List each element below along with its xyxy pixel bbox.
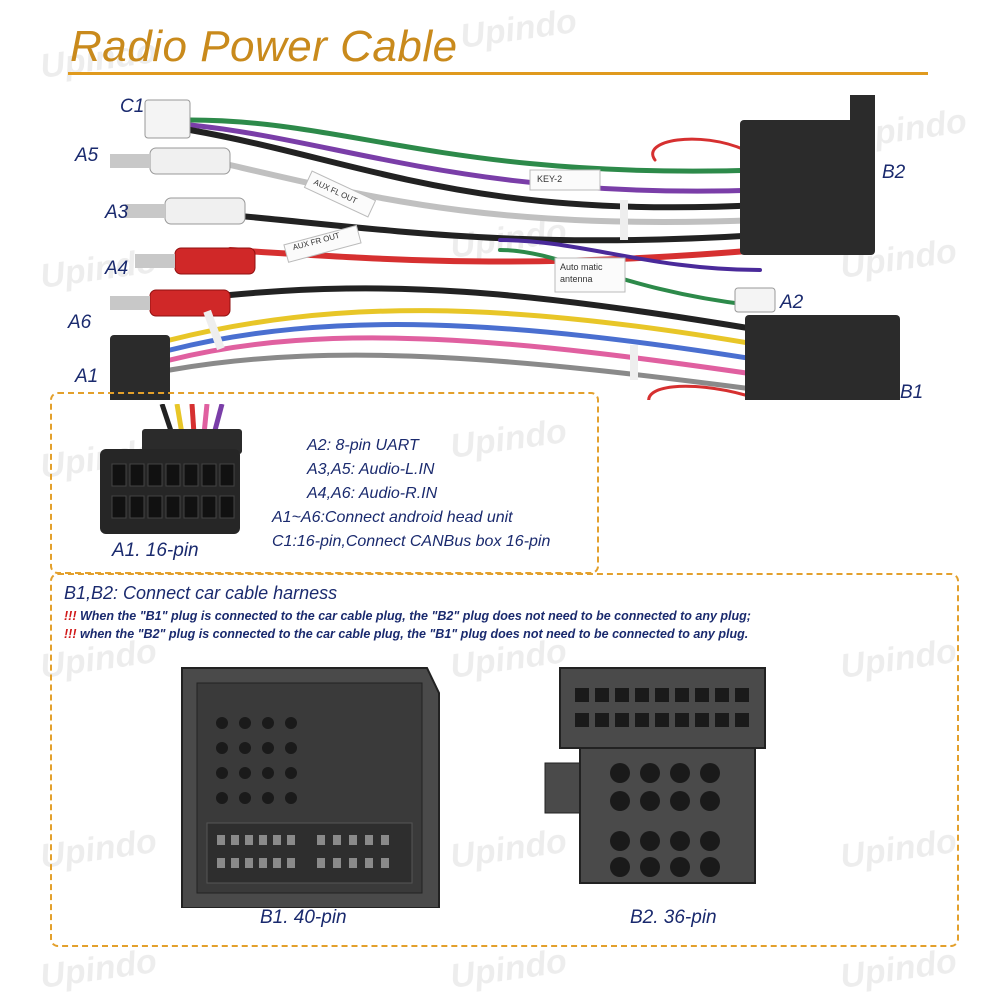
cable-harness-illustration [110,95,900,400]
watermark: Upindo [37,942,160,996]
b1-caption: B1. 40-pin [260,907,347,928]
a1-caption: A1. 16-pin [112,540,199,561]
watermark: Upindo [447,942,570,996]
wire-tag-antenna: Auto matic antenna [560,261,603,285]
b1-40pin-connector-image [181,667,440,908]
label-a3: A3 [105,202,129,223]
warning-line: !!! When the "B1" plug is connected to t… [64,609,751,623]
spec-line: A1~A6:Connect android head unit [272,509,513,526]
warning-line: !!! when the "B2" plug is connected to t… [64,627,748,641]
b2-36pin-connector-image [544,667,766,884]
harness-heading: B1,B2: Connect car cable harness [64,583,338,603]
warning-mark: !!! [64,609,77,623]
label-a4: A4 [105,258,129,279]
b2-caption: B2. 36-pin [630,907,717,928]
a1-16pin-connector-image [100,404,242,534]
label-a5: A5 [75,145,99,166]
warning-mark: !!! [64,627,77,641]
spec-line: A3,A5: Audio-L.IN [307,461,435,478]
spec-line: A2: 8-pin UART [307,437,419,454]
label-a1: A1 [75,366,99,387]
wire-tag-antenna-line2: antenna [560,274,593,284]
spec-box: A1. 16-pin A2: 8-pin UART A3,A5: Audio-L… [50,392,599,574]
wire-tag-key2: KEY-2 [537,174,563,184]
spec-line: A4,A6: Audio-R.IN [307,485,438,502]
label-b2: B2 [882,162,906,183]
harness-box: B1,B2: Connect car cable harness !!! Whe… [50,573,959,947]
label-a2: A2 [780,292,804,313]
wire-tag-antenna-line1: Auto matic [560,262,603,272]
label-a6: A6 [68,312,92,333]
warning-text: when the "B2" plug is connected to the c… [76,627,749,641]
spec-line: C1:16-pin,Connect CANBus box 16-pin [272,533,551,550]
watermark: Upindo [837,942,960,996]
page-title: Radio Power Cable [70,22,458,71]
label-c1: C1 [120,96,145,117]
title-underline [68,72,928,75]
label-b1: B1 [900,382,924,403]
warning-text: When the "B1" plug is connected to the c… [76,609,751,623]
